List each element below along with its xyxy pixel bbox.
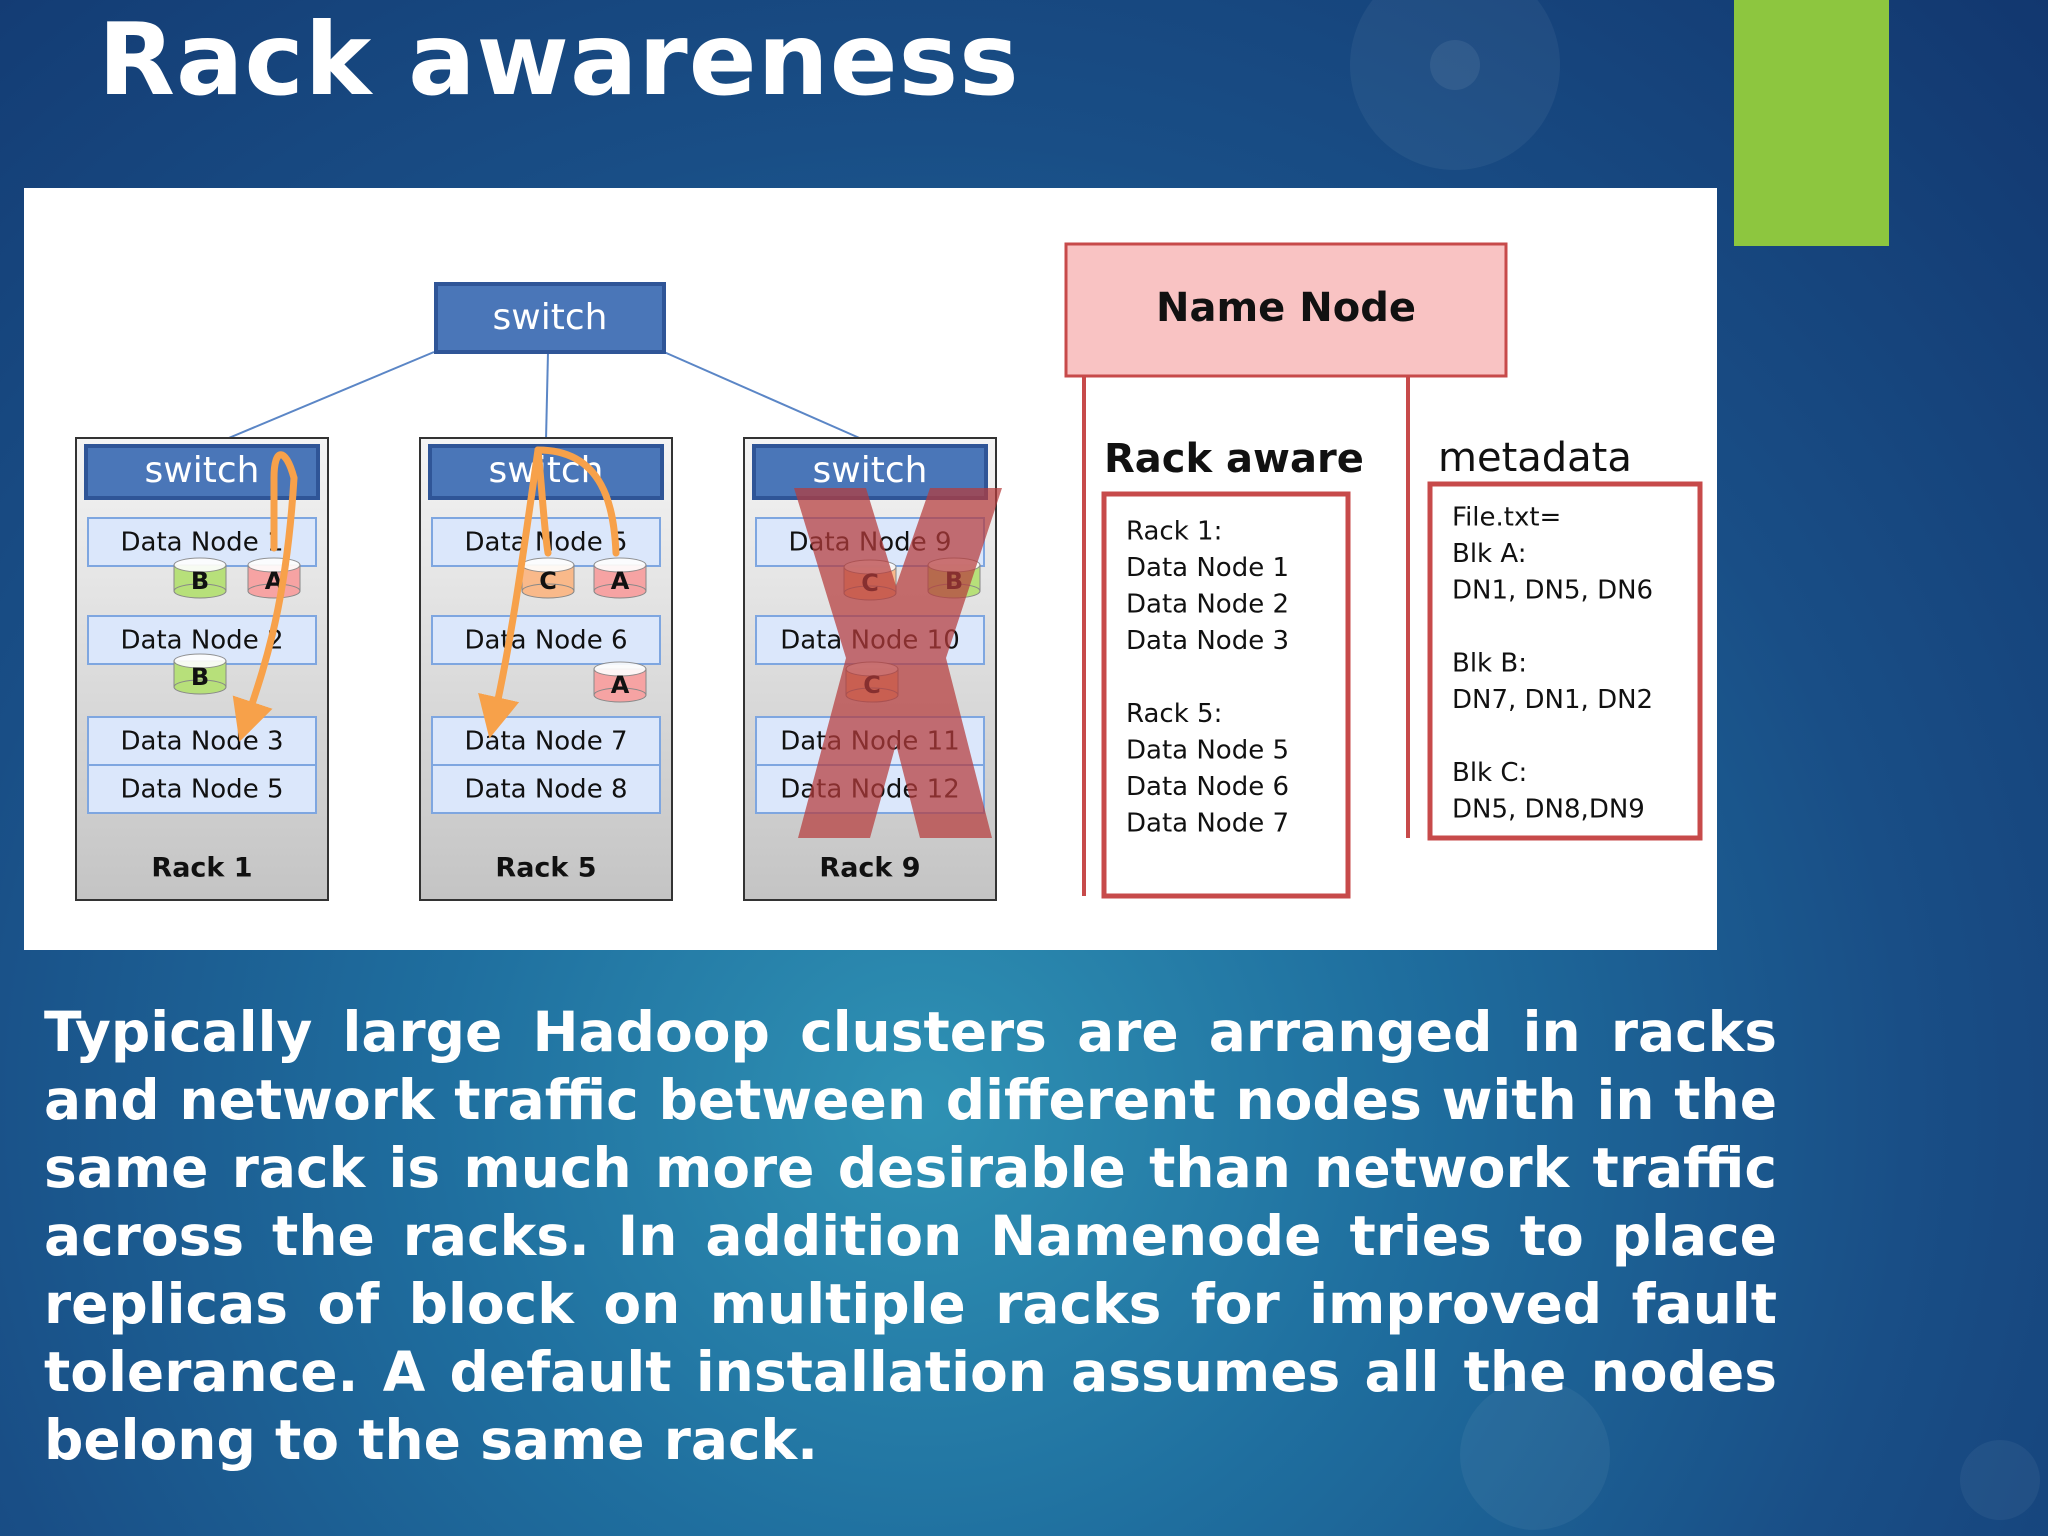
data-block-label: C [539, 567, 557, 595]
data-block-base [593, 687, 647, 703]
rack-switch-label: switch [813, 450, 928, 491]
data-block-top [593, 557, 647, 573]
accent-bar [1734, 0, 1889, 246]
data-block-base [173, 583, 227, 599]
rack-aware-box [1101, 491, 1351, 899]
data-block-label: B [191, 663, 209, 691]
rack-aware-heading: Rack aware [1104, 436, 1364, 482]
rack-aware-line: Rack 5: [1126, 699, 1222, 729]
background-bubble [1350, 0, 1560, 170]
background-bubble [1960, 1440, 2040, 1520]
data-block-top [593, 661, 647, 677]
rack-aware-line: Data Node 5 [1126, 736, 1289, 766]
data-node-label: Data Node 2 [120, 626, 283, 656]
rack-switch-label: switch [145, 450, 260, 491]
data-block-base [247, 583, 301, 599]
metadata-line: DN7, DN1, DN2 [1452, 685, 1653, 715]
data-block-base [593, 583, 647, 599]
replication-arrow [478, 446, 542, 739]
data-node-label: Data Node 8 [464, 775, 627, 805]
failed-rack-cross [794, 488, 1002, 838]
metadata-line: File.txt= [1452, 503, 1561, 533]
data-node-box [87, 716, 317, 766]
rack-aware-line: Data Node 1 [1126, 553, 1289, 583]
data-node-box [431, 716, 661, 766]
metadata-line: Blk B: [1452, 649, 1527, 679]
rack-aware-line: Data Node 6 [1126, 772, 1289, 802]
data-block-base [521, 583, 575, 599]
rack-aware-line: Rack 1: [1126, 517, 1222, 547]
data-node-label: Data Node 5 [120, 775, 283, 805]
rack-aware-line: Data Node 7 [1126, 809, 1289, 839]
slide-title: Rack awareness [98, 1, 1020, 118]
metadata-box [1427, 481, 1703, 841]
metadata-line: DN5, DN8,DN9 [1452, 795, 1645, 825]
data-node-label: Data Node 1 [120, 528, 283, 558]
background-bubble [1460, 1380, 1610, 1530]
link-line [223, 351, 435, 441]
link-line [663, 351, 865, 441]
data-block-label: A [611, 567, 630, 595]
metadata-line: DN1, DN5, DN6 [1452, 576, 1653, 606]
replication-arrow [270, 451, 298, 552]
slide-body-text: Typically large Hadoop clusters are arra… [44, 1000, 1777, 1472]
rack-aware-line: Data Node 3 [1126, 626, 1289, 656]
data-node-box [431, 615, 661, 665]
rack-aware-line: Data Node 2 [1126, 590, 1289, 620]
top-switch-label: switch [493, 297, 608, 338]
link-line [545, 351, 549, 441]
name-node-box [1064, 242, 1508, 378]
replication-arrow [232, 474, 298, 742]
data-node-box [431, 764, 661, 814]
rack-label: Rack 9 [819, 853, 920, 884]
background-bubble [1430, 40, 1480, 90]
rack-label: Rack 5 [495, 853, 596, 884]
rack-label: Rack 1 [151, 853, 252, 884]
metadata-line: Blk A: [1452, 539, 1526, 569]
data-node-label: Data Node 6 [464, 626, 627, 656]
top-switch-box [434, 282, 666, 354]
data-block-top [173, 653, 227, 669]
data-node-label: Data Node 7 [464, 727, 627, 757]
metadata-heading: metadata [1438, 435, 1632, 481]
data-block-base [173, 679, 227, 695]
metadata-line: Blk C: [1452, 758, 1527, 788]
data-node-label: Data Node 3 [120, 727, 283, 757]
rack-switch-label: switch [489, 450, 604, 491]
data-block-top [173, 557, 227, 573]
data-block-label: A [611, 671, 630, 699]
name-node-title: Name Node [1156, 285, 1416, 331]
replication-arrow [534, 446, 620, 557]
data-block-label: B [191, 567, 209, 595]
data-node-box [87, 764, 317, 814]
rack-switch-box [428, 444, 664, 500]
